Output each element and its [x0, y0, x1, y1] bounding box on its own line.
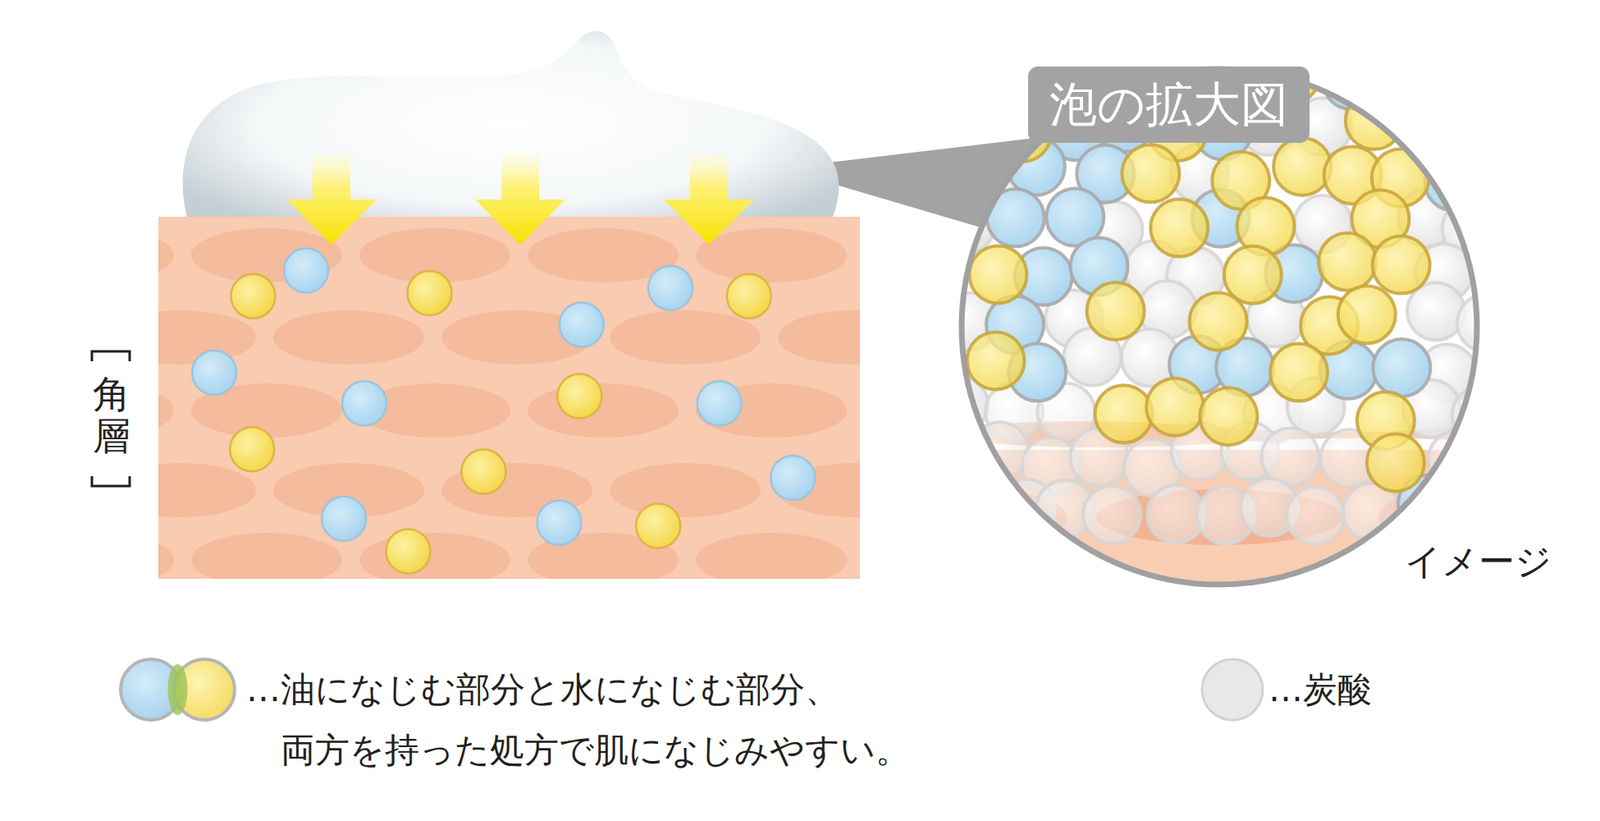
bracket: [91, 351, 130, 486]
stratum-corneum: [158, 216, 860, 579]
legend-swatch: [1202, 658, 1263, 720]
magnifier-rim: [961, 68, 1477, 585]
label-box: 泡の拡大図: [1028, 66, 1310, 143]
legend-text: …油になじむ部分と水になじむ部分、 両方を持った処方で肌になじみやすい。: [246, 658, 928, 781]
amphiphilic-swatch: [120, 658, 235, 720]
penetration-arrows: [286, 153, 755, 245]
image-note: イメージ: [1404, 537, 1552, 586]
layer-label: 角層: [92, 373, 131, 457]
legend-text: …炭酸: [1268, 658, 1372, 720]
label-text: 泡の拡大図: [1049, 74, 1289, 135]
magnified-foam: [906, 41, 1515, 614]
